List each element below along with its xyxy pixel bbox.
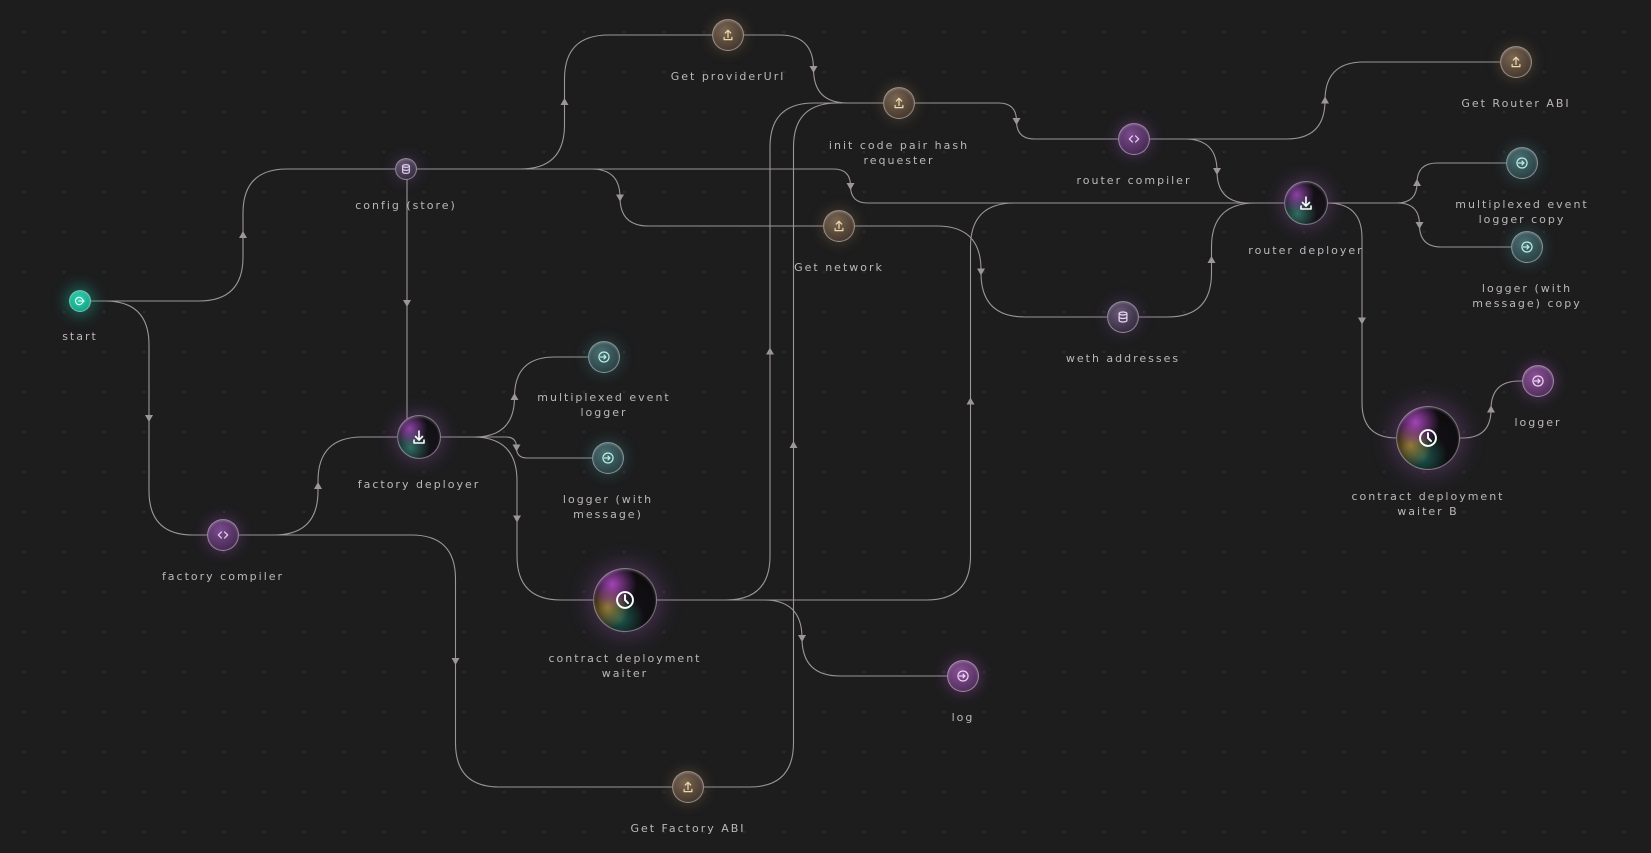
node-logger-msg-copy[interactable] (1511, 231, 1543, 263)
login-icon (1520, 240, 1534, 254)
edge-arrow (1012, 118, 1021, 125)
node-label: multiplexed event logger (537, 391, 671, 419)
login-icon (597, 350, 611, 364)
clock-icon (1417, 427, 1439, 449)
login-icon (601, 451, 615, 465)
edge-arrow (1413, 179, 1421, 186)
node-config[interactable] (395, 158, 417, 180)
edge-arrow (560, 98, 569, 105)
edge-arrow (789, 441, 798, 448)
node-label: factory compiler (161, 570, 285, 583)
node-get-factory-a-b-i[interactable] (672, 771, 704, 803)
node-get-network[interactable] (823, 210, 855, 242)
node-logger-msg[interactable] (592, 442, 624, 474)
node-waiter[interactable] (593, 568, 657, 632)
database-icon (400, 163, 412, 175)
node-label: weth addresses (1065, 352, 1181, 365)
node-label: contract deployment waiter B (1351, 490, 1505, 518)
node-label: logger (with message) copy (1472, 282, 1582, 310)
node-label: logger (1514, 416, 1562, 429)
login-icon (1515, 156, 1529, 170)
edge-arrow (1207, 256, 1216, 263)
node-get-router-a-b-i[interactable] (1500, 46, 1532, 78)
edge-arrow (513, 515, 521, 523)
edge-layer (91, 34, 1522, 788)
upload-icon (721, 28, 735, 42)
node-router-deployer[interactable] (1284, 181, 1328, 225)
node-label: multiplexed event logger copy (1455, 198, 1589, 226)
edge-arrow (1358, 317, 1366, 325)
node-label: Get Router ABI (1461, 97, 1571, 110)
clock-icon (614, 589, 636, 611)
node-logger[interactable] (1522, 365, 1554, 397)
node-get-provider-url[interactable] (712, 19, 744, 51)
node-factory-deployer[interactable] (397, 415, 441, 459)
node-label: router deployer (1248, 244, 1364, 257)
login-icon (1531, 374, 1545, 388)
node-label: init code pair hash requester (828, 139, 970, 167)
node-start[interactable] (69, 290, 91, 312)
edge-arrow (510, 393, 519, 400)
download-icon (410, 428, 428, 446)
edge-arrow (616, 194, 624, 202)
edge-arrow (846, 183, 855, 190)
node-label: Get network (794, 261, 884, 274)
node-weth-addresses[interactable] (1107, 301, 1139, 333)
edge-arrow (1415, 222, 1424, 229)
edge-arrow (798, 635, 806, 642)
upload-icon (832, 219, 846, 233)
node-label: config (store) (355, 199, 457, 212)
edge-arrow (966, 397, 975, 405)
edge-arrow (1213, 168, 1221, 175)
node-label: contract deployment waiter (548, 652, 702, 680)
node-log[interactable] (947, 660, 979, 692)
node-label: factory deployer (357, 478, 481, 491)
edge-arrow (809, 66, 818, 73)
node-init-code[interactable] (883, 87, 915, 119)
edge-arrow (1487, 405, 1495, 413)
upload-icon (1509, 55, 1523, 69)
database-icon (1116, 310, 1130, 324)
node-label: router compiler (1076, 174, 1192, 187)
login-icon (956, 669, 970, 683)
node-waiter-b[interactable] (1396, 406, 1460, 470)
node-factory-compiler[interactable] (207, 519, 239, 551)
node-label: logger (with message) (562, 493, 654, 521)
edge-arrow (145, 415, 153, 422)
node-label: start (62, 330, 98, 343)
download-icon (1297, 194, 1315, 212)
edge-arrow (977, 268, 985, 276)
node-multi-logger-copy[interactable] (1506, 147, 1538, 179)
edge-arrow (403, 300, 411, 307)
edge-arrow (512, 444, 521, 452)
node-label: Get Factory ABI (630, 822, 746, 835)
edge-arrow (451, 658, 460, 665)
node-label: log (951, 711, 975, 724)
edge-arrow (314, 482, 322, 489)
exit-icon (74, 295, 86, 307)
node-router-compiler[interactable] (1118, 123, 1150, 155)
edge-arrow (766, 347, 774, 355)
edge-arrow (239, 231, 247, 238)
node-multi-logger[interactable] (588, 341, 620, 373)
upload-icon (681, 780, 695, 794)
node-label: Get providerUrl (670, 70, 786, 83)
code-icon (1127, 132, 1141, 146)
edge-arrow (1321, 96, 1329, 104)
upload-icon (892, 96, 906, 110)
code-icon (216, 528, 230, 542)
